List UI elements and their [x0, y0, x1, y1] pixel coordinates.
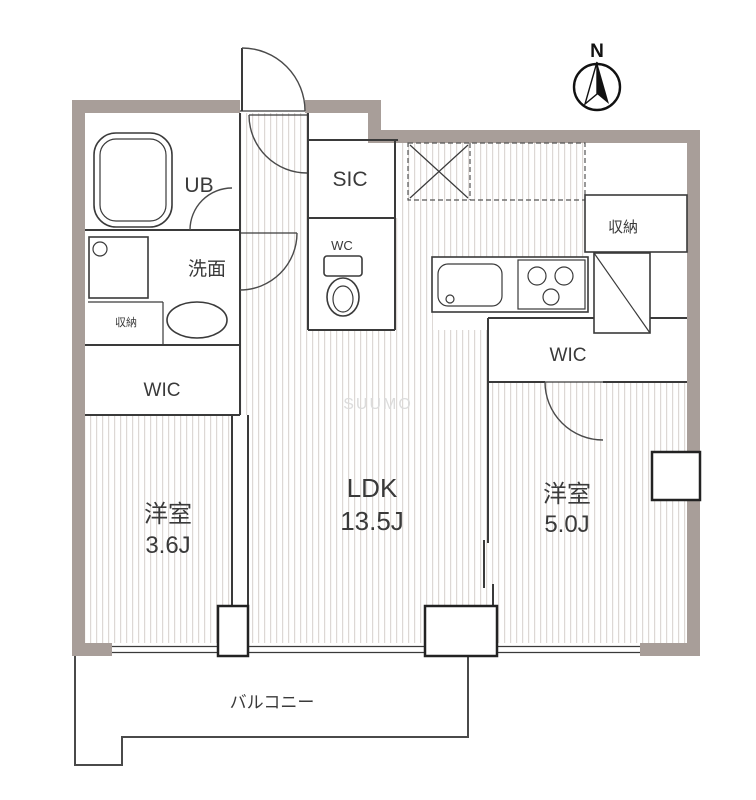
label-bedroom-west: 洋室: [144, 501, 192, 528]
label-ldk: LDK: [347, 473, 398, 503]
entrance-door-arc: [241, 47, 306, 112]
doors: [189, 47, 604, 441]
label-wic-west: WIC: [144, 380, 181, 401]
pipe-space-east: [650, 450, 702, 502]
label-storage-east: 収納: [608, 219, 638, 236]
bathtub-icon: [93, 132, 173, 228]
column-center: [423, 604, 499, 658]
interior-walls: [85, 110, 687, 643]
watermark: SUUMO: [343, 396, 413, 413]
burner-icon-2: [554, 266, 574, 286]
toilet-bowl-icon: [326, 277, 360, 317]
compass-needle-light: [583, 61, 598, 106]
burner-icon-3: [542, 288, 560, 306]
pipe-space-diagonal: [593, 252, 651, 334]
wall-top-west-a: [72, 100, 240, 113]
label-wic-east: WIC: [550, 345, 587, 366]
washroom-door-arc: [239, 232, 298, 291]
stove-icon: [517, 259, 586, 310]
appliance-space-dashed: [407, 142, 586, 201]
bath-door-arc: [189, 187, 233, 231]
label-bedroom-east: 洋室: [543, 481, 591, 508]
storage-east-box: [584, 194, 688, 253]
wall-top-west-b: [305, 100, 368, 113]
compass-needle-dark: [597, 62, 609, 104]
washer-drain-icon: [92, 241, 108, 257]
label-shoes-closet: SIC: [332, 168, 367, 191]
outer-walls: [72, 100, 700, 656]
compass-north-label: N: [590, 41, 604, 62]
kitchen-sink-icon: [437, 263, 503, 307]
wall-top-east: [368, 130, 700, 143]
labels: UB 洗面 収納 WIC 洋室 3.6J SIC WC LDK 13.5J 収納…: [115, 168, 638, 712]
window-west: [112, 643, 218, 656]
floor-kitchen-side: [395, 218, 433, 330]
bedroom-east-door-arc: [544, 381, 604, 441]
window-ldk: [248, 643, 425, 656]
floor-bedroom-west: [85, 415, 232, 643]
label-washroom: 洗面: [188, 258, 226, 280]
floor-ldk: [248, 330, 488, 643]
refrigerator-cross-2: [409, 144, 469, 199]
floor-bedroom-east: [490, 382, 687, 643]
balcony-outline: [74, 656, 469, 766]
label-ldk-size: 13.5J: [340, 506, 404, 536]
washer-pan-icon: [88, 236, 149, 299]
label-washroom-storage: 収納: [115, 316, 137, 329]
label-bedroom-east-size: 5.0J: [544, 511, 589, 538]
label-unit-bath: UB: [184, 174, 213, 197]
toilet-seat-icon: [332, 285, 354, 313]
compass: N: [572, 41, 622, 112]
wall-west: [72, 100, 85, 656]
wall-bottom-b: [640, 643, 700, 656]
hall-door-arc: [248, 114, 308, 174]
column-west: [216, 604, 250, 658]
label-toilet: WC: [331, 238, 353, 253]
wall-east: [687, 130, 700, 656]
toilet-tank-icon: [323, 255, 363, 277]
bathtub-inner-icon: [99, 138, 167, 222]
fixtures: [88, 132, 702, 658]
wall-bottom-a: [72, 643, 112, 656]
label-balcony: バルコニー: [230, 693, 315, 712]
flooring: [85, 113, 687, 643]
windows: [112, 643, 640, 656]
label-bedroom-west-size: 3.6J: [145, 532, 190, 559]
burner-icon-1: [527, 266, 547, 286]
faucet-icon: [445, 294, 455, 304]
window-east: [497, 643, 640, 656]
vanity-sink-icon: [166, 301, 228, 339]
